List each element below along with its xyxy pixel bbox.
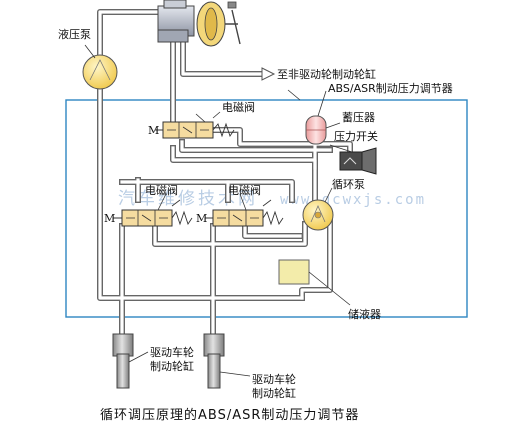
motor-label-top: M: [148, 124, 159, 137]
label-drive-cyl-left-1: 驱动车轮: [150, 345, 194, 359]
watermark-url: www.qcwxjs.com: [280, 192, 426, 208]
label-drive-cyl-right-1: 驱动车轮: [252, 372, 296, 386]
watermark-cn: 汽车维修技术网: [118, 189, 258, 209]
figure-caption: 循环调压原理的ABS/ASR制动压力调节器: [100, 407, 359, 423]
label-solenoid-right: 电磁阀: [228, 183, 261, 197]
label-pressure-switch: 压力开关: [334, 129, 378, 143]
hydraulic-pump: [82, 54, 118, 90]
solenoid-valve-top: [155, 111, 235, 139]
label-drive-cyl-left-2: 制动轮缸: [150, 359, 194, 373]
pipes: [97, 9, 353, 345]
reservoir: [278, 259, 351, 306]
label-regulator: ABS/ASR制动压力调节器: [328, 82, 453, 95]
motor-label-right: M: [196, 212, 207, 225]
label-solenoid-top: 电磁阀: [222, 100, 255, 114]
solenoid-valve-right: [205, 199, 284, 227]
drive-wheel-cylinder-right: [203, 333, 225, 389]
label-drive-cyl-right-2: 制动轮缸: [252, 386, 296, 400]
arrow-to-non-drive-wheel: [261, 67, 276, 81]
label-circulation-pump: 循环泵: [332, 178, 365, 191]
label-reservoir: 储液器: [348, 307, 381, 321]
master-cylinder: [157, 0, 241, 47]
pressure-switch: [339, 147, 377, 175]
accumulator: [305, 115, 327, 145]
drive-wheel-cylinder-left: [112, 333, 134, 389]
label-to-non-drive-wheel: 至非驱动轮制动轮缸: [277, 67, 376, 81]
regulator-frame: [65, 99, 468, 318]
circulation-pump: [302, 199, 334, 231]
labels: 液压泵 至非驱动轮制动轮缸 ABS/ASR制动压力调节器 电磁阀 蓄压器 压力开…: [58, 27, 453, 423]
label-solenoid-left: 电磁阀: [145, 183, 178, 197]
solenoid-valve-left: [113, 199, 193, 227]
label-hydraulic-pump: 液压泵: [58, 27, 91, 41]
leader-lines: [84, 44, 353, 377]
motor-label-left: M: [104, 212, 115, 225]
label-accumulator: 蓄压器: [342, 111, 375, 124]
